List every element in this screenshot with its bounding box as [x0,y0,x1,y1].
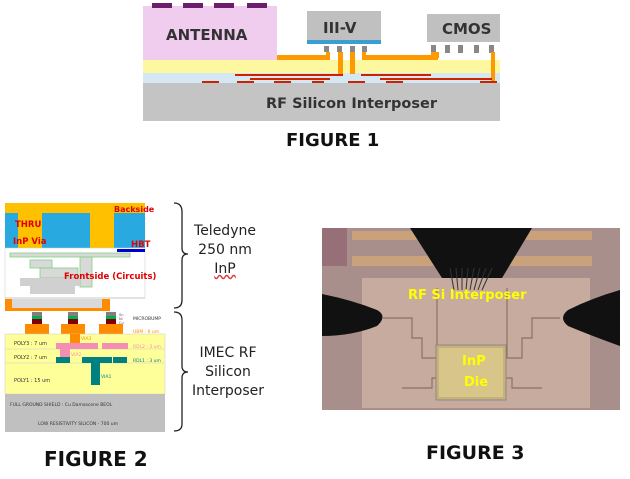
iiiv-chip [307,11,381,40]
left-pattern [322,228,347,266]
brace-bottom [173,311,189,432]
inp-blue-region [5,213,18,248]
figure3-photo: RF Si Interposer InP Die [322,228,620,410]
antenna-label: ANTENNA [166,26,248,44]
antenna-pads [152,3,267,8]
rdl1-label: RDL1 : 3 um [133,358,161,364]
silicon-substrate [5,394,165,432]
circuit-structures [9,252,131,288]
yellow-dielectric-layer [143,60,500,73]
interposer-substrate [143,83,500,121]
microbump-label: MICROBUMP [133,316,161,322]
via2-label: VIA2 [71,352,81,358]
brace-top [173,202,189,309]
figure2-diagram: THRU InP Via Backside HBT Frontside (Cir… [4,202,189,432]
thru-label: THRU [15,220,41,230]
rdl2-label: RDL2 : 3 um [133,344,161,350]
figure1-diagram: ANTENNA III-V CMOS RF Si [143,3,500,121]
imec-label: IMEC RF Silicon Interposer [188,344,268,401]
figure3-caption: FIGURE 3 [426,442,525,464]
inp-pad-inner [12,299,102,308]
poly3-label: POLY3 : 7 um [14,341,47,347]
inp-die-label-1: InP [462,354,486,369]
inp-die-label-2: Die [464,375,488,390]
probe-top [410,228,532,278]
inp-blue-region [42,213,90,248]
imec-line-1: IMEC RF [199,345,257,361]
imec-line-2: Silicon [205,364,251,380]
via1 [91,363,100,385]
via3 [70,334,80,343]
backside-label: Backside [114,205,155,214]
circuit-gray-blocks [20,278,80,294]
silicon-label: LOW RESISTIVITY SILICON - 700 um [38,421,118,427]
teledyne-line-3: InP [214,261,236,277]
hbt-metal-bar [117,249,145,252]
cmos-label: CMOS [442,20,492,38]
poly2-label: POLY2 : 7 um [14,355,47,361]
teledyne-line-2: 250 nm [198,242,252,258]
iiiv-bumps [324,46,367,52]
ground-shield-label: FULL GROUND SHIELD : Cu Damascene BEOL [10,402,113,408]
teledyne-line-1: Teledyne [194,223,256,239]
interposer-traces [382,288,560,389]
orange-routing [277,52,495,82]
poly1-label: POLY1 : 15 um [14,378,50,384]
via2 [60,349,70,357]
inp-blue-region [114,213,145,248]
microbumps [25,312,123,334]
bump-label-sn: Sn [119,313,123,317]
via3-label: VIA3 [81,336,91,342]
via1-label: VIA1 [101,374,111,380]
inp-via-label: InP Via [13,237,47,247]
bump-label-ni: Ni [119,317,123,321]
inp-die-inner [439,348,503,397]
probe-right [563,290,620,346]
frontside-label: Frontside (Circuits) [64,272,157,282]
bump-label-cu: Cu [119,321,124,325]
iiiv-bond-layer [307,40,381,44]
figure1-caption: FIGURE 1 [286,130,380,151]
probe-left [322,294,383,336]
interposer-label: RF Silicon Interposer [266,96,438,112]
teledyne-label: Teledyne 250 nm InP [190,222,260,279]
ubm-label: UBM : 6 um [133,329,159,335]
rdl2-bars [56,343,128,349]
hbt-label: HBT [131,240,151,250]
cmos-chip [427,14,500,42]
red-routing-lines [202,74,497,83]
imec-line-3: Interposer [192,383,264,399]
iiiv-label: III-V [323,19,357,37]
rf-si-interposer-label: RF Si Interposer [408,288,527,303]
cmos-bumps [431,45,494,53]
figure2-caption: FIGURE 2 [44,447,148,471]
antenna-block [143,6,277,60]
rdl1-bars [56,357,127,363]
probe-wires [449,267,493,291]
